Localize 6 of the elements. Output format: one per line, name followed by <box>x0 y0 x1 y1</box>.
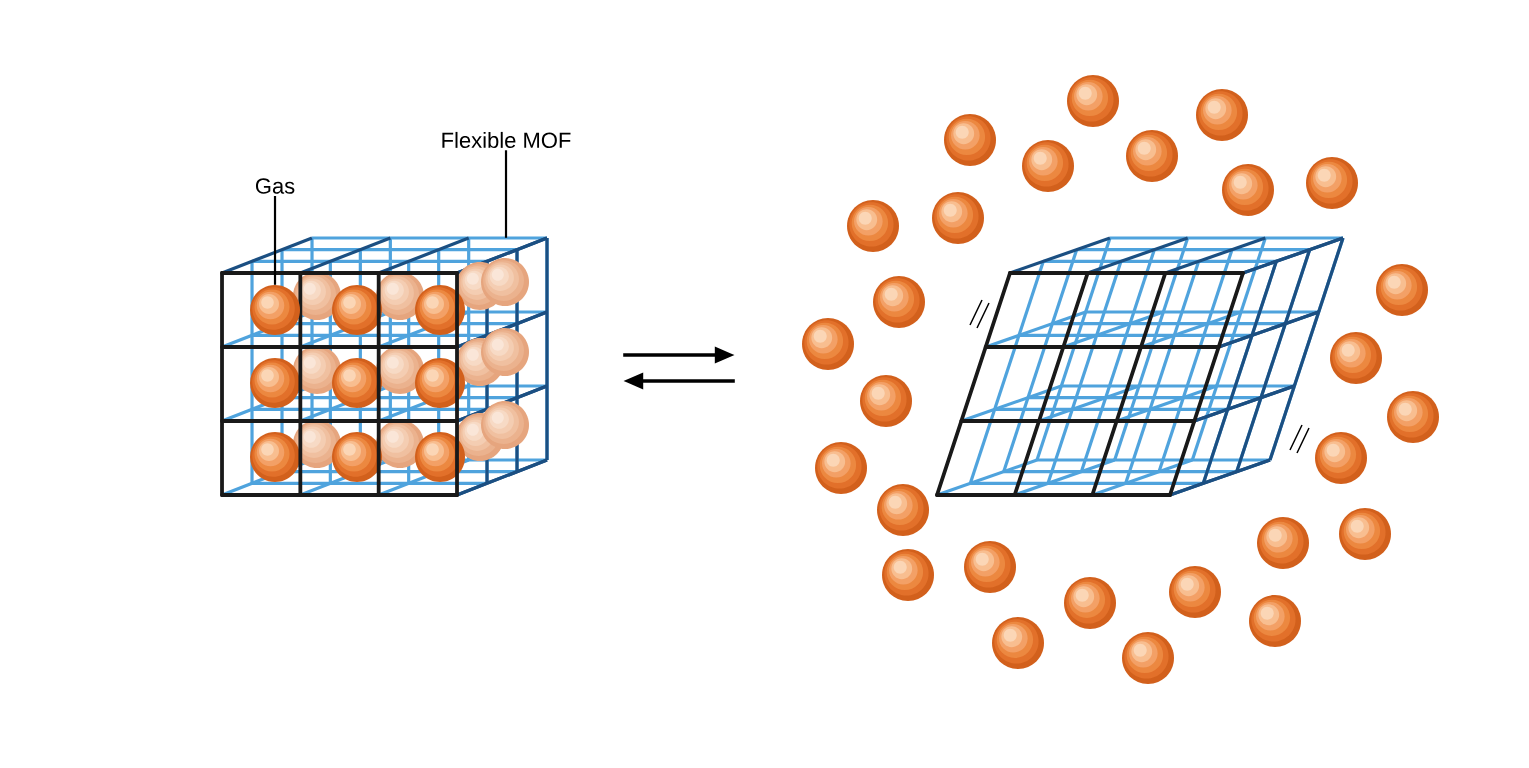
gas-label: Gas <box>255 178 295 194</box>
leader-line <box>273 196 277 285</box>
gas-sphere <box>250 285 300 335</box>
leader-line <box>504 150 508 238</box>
mof-cube-drawing <box>220 236 549 497</box>
mof-label: Flexible MOF <box>442 131 571 149</box>
